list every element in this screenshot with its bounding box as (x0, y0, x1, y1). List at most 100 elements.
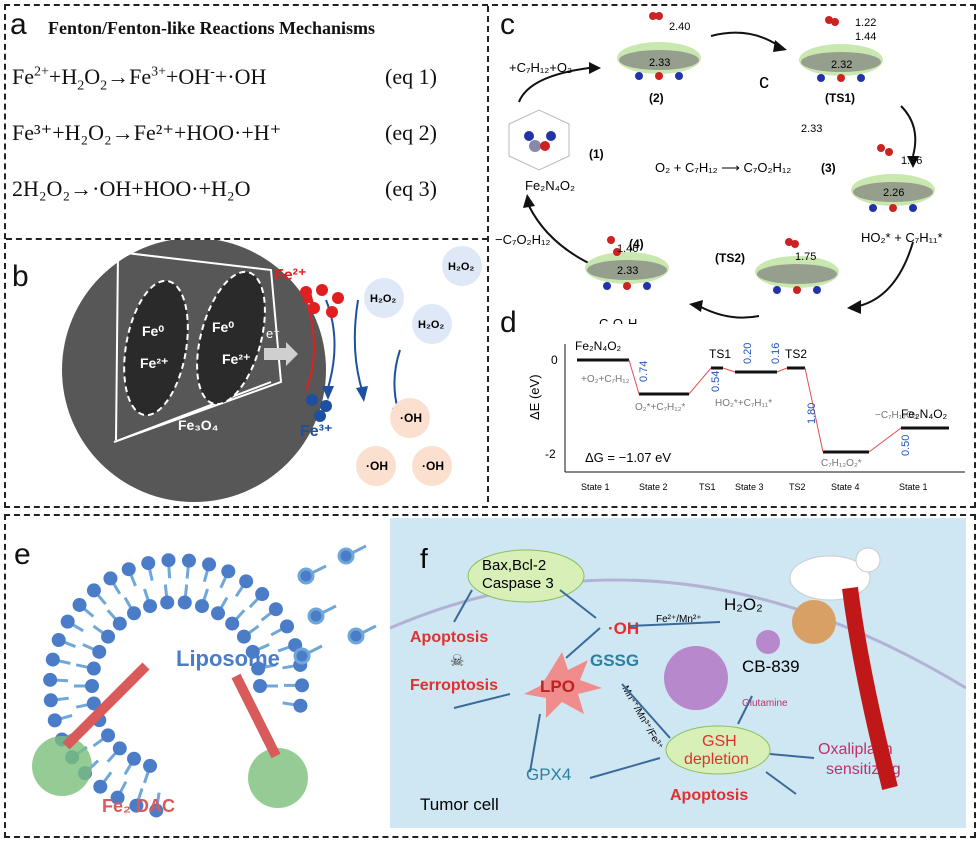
fe-mn-label: Fe²⁺/Mn²⁺ (656, 614, 702, 625)
fe2-label: Fe²⁺ (274, 267, 306, 284)
eq1-sub-1: 2 (77, 78, 85, 94)
h2o2-to-oh-arrow-1 (353, 299, 363, 391)
ts2-d1: 1.75 (795, 251, 816, 263)
cycle-center-equation: O₂ + C₇H₁₂ ⟶ C₇O₂H₁₂ (655, 160, 791, 175)
liposome-inner-ring (74, 584, 278, 784)
lipid-head (255, 587, 270, 602)
fe2-dac-label: Fe₂ DAC (102, 796, 175, 816)
lipid-head (236, 629, 251, 644)
fe3-ions (306, 394, 332, 422)
equation-1: Fe2++H2O2→Fe3++OH-+·OH (12, 64, 266, 94)
fe2-to-fe3-arrowhead (322, 386, 334, 400)
sphere-cut-lines (113, 251, 283, 443)
ts2-structure (755, 238, 839, 294)
nanoparticle-small (756, 630, 780, 654)
state-2-structure (617, 12, 701, 80)
state-3-structure (851, 144, 935, 212)
lipid-head (225, 616, 240, 631)
panel-f-label: f (420, 543, 428, 574)
panel-c-diagram: +C₇H₁₂+O₂ −C₇O₂H₁₂ O₂ + C₇H₁₂ ⟶ C₇O₂H₁₂ … (495, 12, 943, 324)
panel-d-label: d (500, 306, 517, 339)
h2o2-bubble-1: H₂O₂ (364, 278, 404, 318)
ferroptosis-label: Ferroptosis (410, 677, 498, 694)
state-4-structure (585, 236, 669, 290)
state-4-id: (4) (629, 237, 644, 251)
ts1-d2: 1.44 (855, 31, 876, 43)
level-label-state2: O₂*+C₇H₁₂* (635, 402, 686, 413)
equation-2: Fe³⁺+H₂O₂→Fe²⁺+HOO·+H⁺ (12, 120, 282, 145)
ts1-d1: 1.22 (855, 17, 876, 29)
barrier-1-80: 1.80 (806, 403, 818, 424)
lipid-head (103, 571, 118, 586)
lipid-head (127, 751, 141, 766)
tumor-cell-membrane (390, 578, 966, 690)
level-label-final: Fe₂N₄O₂ (901, 407, 948, 421)
liposome-label: Liposome (176, 646, 280, 671)
equation-1-number: (eq 1) (385, 64, 437, 89)
level-label-state1: Fe₂N₄O₂ (575, 339, 622, 353)
bax-text: Bax,Bcl-2 (482, 557, 546, 574)
svg-text:H₂O₂: H₂O₂ (418, 319, 444, 331)
fe2-dac-left (32, 662, 150, 796)
energy-y-axis-label: ΔE (eV) (527, 374, 542, 420)
oh-bubble-1: ·OH (390, 398, 430, 438)
state-3-species: HO₂* + C₇H₁₁* (861, 230, 943, 245)
energy-connectors (628, 359, 902, 453)
lipid-head (47, 713, 62, 728)
lipid-head (177, 595, 192, 610)
lipid-head (101, 629, 116, 644)
lipid-head (181, 553, 196, 568)
lipid-head (85, 679, 99, 693)
level-label-add: +O₂+C₇H₁₂ (581, 374, 630, 385)
state-2-d1: 2.40 (669, 21, 690, 33)
ts1-structure (799, 16, 883, 82)
state-2-d2: 2.33 (649, 57, 670, 69)
svg-text:·OH: ·OH (400, 411, 422, 425)
state-4-species: C₇O₂H₁₂ (599, 316, 647, 324)
gssg-label: GSSG (590, 651, 639, 670)
energy-levels (577, 358, 949, 454)
state-1-id: (1) (589, 147, 604, 161)
lipid-head (127, 606, 141, 621)
lipid-head (112, 616, 127, 631)
svg-text:State 1: State 1 (899, 482, 928, 492)
y-tick-neg2: -2 (545, 447, 556, 461)
state-3-d2: 2.26 (883, 187, 904, 199)
ellipse-right-fe0: Fe⁰ (212, 319, 234, 335)
panel-a-label: a (10, 8, 27, 41)
state-1-structure (508, 109, 570, 171)
lipid-head (86, 583, 101, 598)
lpo-burst (524, 652, 602, 718)
mouse-illustration (789, 547, 898, 790)
cycle-stray-value: 2.33 (801, 123, 822, 135)
lipid-head (43, 693, 58, 708)
equation-2-number: (eq 2) (385, 120, 437, 145)
frame-bottom (4, 514, 976, 838)
panel-c-label: c (500, 8, 515, 41)
lipid-head (211, 606, 225, 621)
eq1-sup-2: 3+ (151, 64, 166, 80)
lipid-head (92, 644, 107, 659)
barrier-0-20: 0.20 (742, 343, 754, 364)
electron-arrow (264, 342, 298, 366)
panel-e-label: e (14, 538, 31, 571)
divider-horizontal-ab (6, 238, 488, 240)
lipid-head (60, 614, 75, 629)
inner-ellipse-right (196, 270, 266, 406)
lipid-head (129, 798, 144, 813)
svg-text:H₂O₂: H₂O₂ (370, 293, 396, 305)
eq1-sup-1: 2+ (34, 64, 49, 80)
h2o2-bubble-3: H₂O₂ (412, 304, 452, 344)
ts2-id: (TS2) (715, 251, 745, 265)
panel-b-diagram: Fe⁰ Fe²⁺ Fe⁰ Fe²⁺ Fe₃O₄ e⁻ Fe²⁺ Fe³⁺ H₂O… (62, 240, 482, 502)
panel-f-arrows (453, 589, 815, 795)
svg-text:State 4: State 4 (831, 482, 860, 492)
h2o2-label: H₂O₂ (724, 595, 763, 614)
level-label-remove: −C₇H₁₂O₂ (875, 410, 918, 421)
lipid-head (239, 574, 254, 589)
skull-icon: ☠ (450, 653, 464, 670)
ellipse-left-fe0: Fe⁰ (142, 323, 164, 339)
eq1-oh: +OH (166, 64, 211, 89)
lipid-head (161, 553, 176, 568)
panel-e-liposome: Liposome Fe₂ DAC (32, 544, 377, 818)
